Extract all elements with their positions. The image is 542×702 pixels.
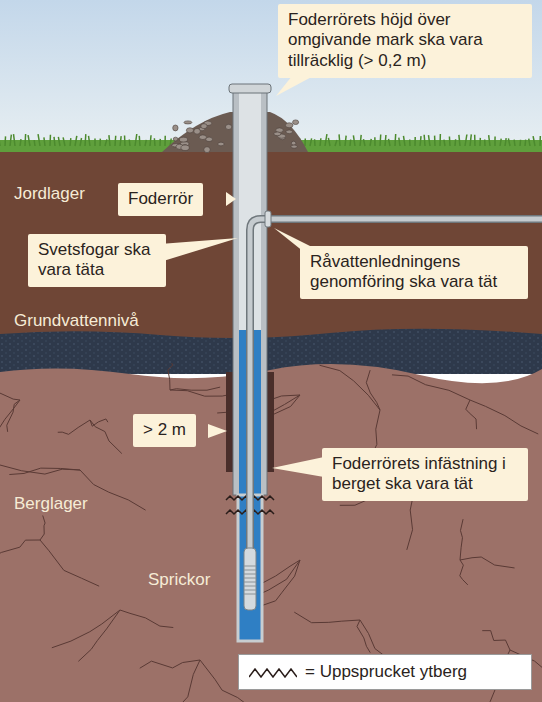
legend-entry: = Uppsprucket ytberg: [238, 654, 532, 690]
callout-text: Foderrörets infästning i berget ska vara…: [332, 454, 518, 495]
callout-text: Foderrörets höjd över omgivande mark ska…: [288, 10, 522, 71]
pump: [244, 548, 256, 610]
layer-label: Grundvattennivå: [14, 311, 139, 331]
raw-water-pipe: [250, 219, 542, 548]
soil-layer: [0, 148, 542, 338]
groundwater-band: [0, 329, 542, 374]
callout-text: Foderrör: [128, 189, 193, 209]
pipe-seal: [265, 211, 271, 227]
callout-text: Svetsfogar ska vara täta: [38, 240, 156, 281]
layer-label: Berglager: [14, 494, 88, 514]
callout-box: Råvattenledningens genomföring ska vara …: [300, 246, 528, 299]
callout-box: Foderrörets infästning i berget ska vara…: [322, 448, 528, 501]
pump-ribs: [244, 566, 256, 594]
callout-text: Råvattenledningens genomföring ska vara …: [310, 252, 518, 293]
rock-layer: [0, 364, 542, 702]
callout-box: Foderrörets höjd över omgivande mark ska…: [278, 4, 532, 78]
layer-label: Jordlager: [14, 184, 85, 204]
zigzag-sample: [249, 665, 297, 679]
cracks: [0, 363, 542, 702]
sky: [0, 0, 542, 152]
raw-water-pipe-outline: [250, 219, 542, 548]
casing-cap: [229, 84, 271, 93]
legend-text: = Uppsprucket ytberg: [305, 662, 467, 682]
callout-box: Svetsfogar ska vara täta: [28, 234, 166, 287]
callout-box: Foderrör: [118, 183, 203, 216]
callout-box: > 2 m: [133, 414, 196, 447]
callout-text: > 2 m: [143, 420, 186, 440]
layer-label: Sprickor: [148, 570, 210, 590]
